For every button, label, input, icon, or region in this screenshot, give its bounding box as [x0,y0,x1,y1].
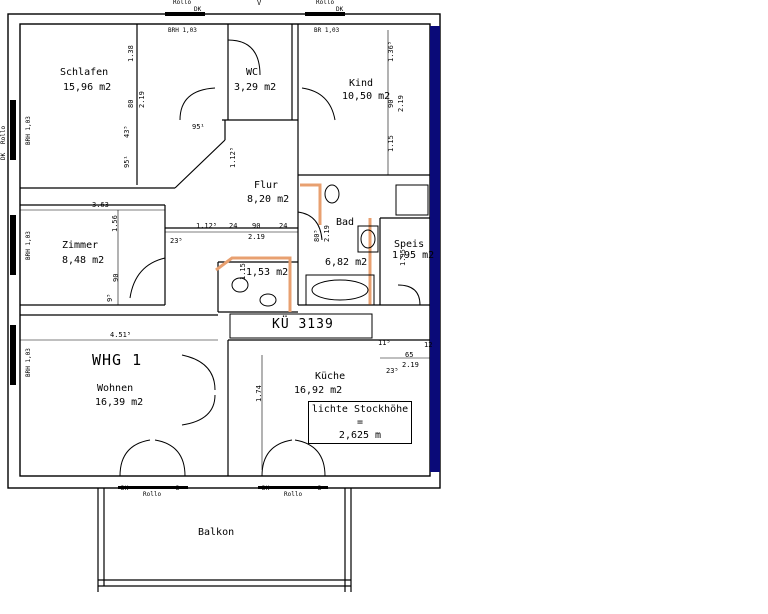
dim-80: 80 [127,99,135,108]
room-zimmer-area: 8,48 m2 [62,255,105,266]
top-marker: V [257,0,262,7]
room-bad-name: Bad [336,217,355,228]
label-rollo-left: Rollo [0,125,7,144]
room-bad-area: 6,82 m2 [325,257,368,268]
label-rollo-top-left: Rollo [173,0,192,6]
dim-363: 3.63 [92,201,109,209]
dim-235b: 23⁵ [170,237,183,245]
room-wc2-area: 1,53 m2 [246,267,289,278]
dim-136: 1.36⁵ [387,40,395,62]
dim-24b: 24 [279,222,288,230]
dim-115: 1.15 [387,135,395,152]
dim-805: 80⁵ [313,229,321,242]
room-flur-area: 8,20 m2 [247,194,290,205]
kitchen-code-box [229,313,373,339]
dim-24a: 24 [229,222,238,230]
dim-219a: 2.19 [248,233,265,241]
dim-65: 65 [405,351,414,359]
room-speis-name: Speis [394,239,425,250]
dim-138: 1.38 [127,45,135,62]
room-speis-area: 1,95 m2 [392,250,435,261]
room-kueche-name: Küche [315,371,346,382]
room-wohnen-area: 16,39 m2 [95,397,144,408]
dim-90a: 90 [252,222,261,230]
ceiling-height-note: lichte Stockhöhe = 2,625 m [308,401,412,444]
dim-219b: 2.19 [402,361,419,369]
label-dk-top-left: DK [194,6,202,13]
room-flur-name: Flur [254,180,279,191]
label-brh-top-left: BRH 1,03 [168,27,197,34]
room-kind-name: Kind [349,78,374,89]
label-brh-left1: BRH 1,03 [25,116,32,145]
facade-band [430,26,440,472]
label-dk-top-right: DK [336,6,344,13]
room-wc-area: 3,29 m2 [234,82,277,93]
dim-219bad: 2.19 [323,225,331,242]
dim-90z: 90 [112,273,120,282]
label-dk-bottom1: DK [121,485,129,492]
dim-174: 1.74 [255,385,263,402]
window-marks [10,12,345,489]
dim-112: 1.12⁵ [196,222,218,230]
label-dk-bottom2: DK [262,485,270,492]
dim-wc2: 1.15 [239,263,247,280]
ceiling-note-line2: 2,625 m [338,430,382,441]
label-d-bottom2: D [318,485,322,492]
balcony-label: Balkon [198,527,235,538]
dim-435: 43⁵ [123,125,131,138]
label-d-bottom1: D [176,485,180,492]
label-rollo-bottom1: Rollo [143,491,162,498]
room-kind-area: 10,50 m2 [342,91,391,102]
dim-11: 11⁵ [378,339,391,347]
room-kueche-area: 16,92 m2 [294,385,343,396]
door-swings [119,39,421,477]
label-dk-left: DK [0,152,7,160]
dim-156: 1.56 [111,215,119,232]
kitchen-code: KÜ 3139 [272,317,334,332]
dim-219v2: 2.19 [397,95,405,112]
room-wohnen-name: Wohnen [97,383,134,394]
room-zimmer-name: Zimmer [62,240,99,251]
room-schlafen-area: 15,96 m2 [63,82,112,93]
dimension-lines [20,30,430,470]
dim-95z: 9⁵ [106,293,114,302]
dim-95: 95¹ [192,123,205,131]
dim-951: 95¹ [123,155,131,168]
label-brh-left2: BRH 1,03 [25,231,32,260]
dim-125: 1.12⁵ [229,146,237,168]
room-wc-name: WC [246,67,259,78]
fixtures [231,184,429,307]
label-br-top-right: BR 1,03 [314,27,340,34]
dim-451: 4.51⁵ [110,331,132,339]
dim-195: 1.95 [399,249,407,266]
dim-235a: 23⁵ [386,367,399,375]
dim-90v: 90 [387,99,395,108]
label-brh-left3: BRH 1,03 [25,348,32,377]
label-rollo-top-right: Rollo [316,0,335,6]
room-schlafen-name: Schlafen [60,67,109,78]
dim-12: 12 [424,341,433,349]
unit-label: WHG 1 [92,351,143,369]
shaft-outlines [215,183,372,312]
dim-219v: 2.19 [138,91,146,108]
ceiling-note-line1: lichte Stockhöhe = [311,404,409,428]
balcony-outline [97,488,352,592]
label-rollo-bottom2: Rollo [284,491,303,498]
